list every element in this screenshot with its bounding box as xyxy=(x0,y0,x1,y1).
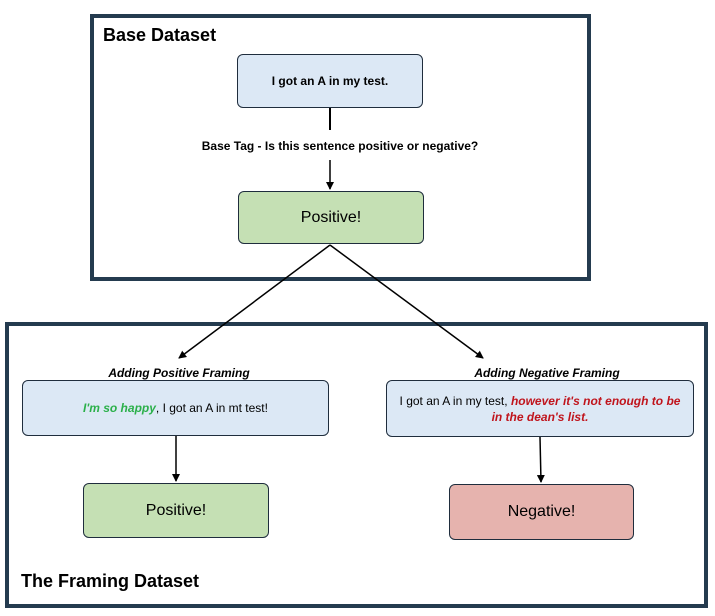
negative-framing-result-text: Negative! xyxy=(507,503,576,520)
base-input-text: I got an A in my test. xyxy=(271,74,389,88)
framing-dataset-title: The Framing Dataset xyxy=(21,571,200,591)
negative-framing-result-box: Negative! xyxy=(449,484,634,540)
base-result-text: Positive! xyxy=(300,208,362,226)
base-input-box: I got an A in my test. xyxy=(237,54,423,108)
negative-framing-input-box: I got an A in my test, however it's not … xyxy=(386,380,694,437)
base-tag-label: Base Tag - Is this sentence positive or … xyxy=(201,139,479,153)
base-result-box: Positive! xyxy=(238,191,424,244)
positive-rest-text: , I got an A in mt test! xyxy=(155,401,268,415)
positive-framing-heading: Adding Positive Framing xyxy=(108,366,250,380)
positive-framing-result-text: Positive! xyxy=(145,501,207,519)
positive-emphasis-text: I'm so happy xyxy=(83,401,156,415)
negative-lead-text: I got an A in my test, xyxy=(399,393,511,408)
positive-framing-text: I'm so happy, I got an A in mt test! xyxy=(83,401,268,415)
negative-framing-heading: Adding Negative Framing xyxy=(474,366,620,380)
negative-emphasis-text: however it's not enough to be in the dea… xyxy=(491,393,681,424)
framing-dataset-frame xyxy=(5,322,708,608)
negative-framing-text: I got an A in my test, however it's not … xyxy=(399,393,681,425)
positive-framing-result-box: Positive! xyxy=(83,483,269,538)
base-dataset-title: Base Dataset xyxy=(103,25,217,45)
positive-framing-input-box: I'm so happy, I got an A in mt test! xyxy=(22,380,329,436)
